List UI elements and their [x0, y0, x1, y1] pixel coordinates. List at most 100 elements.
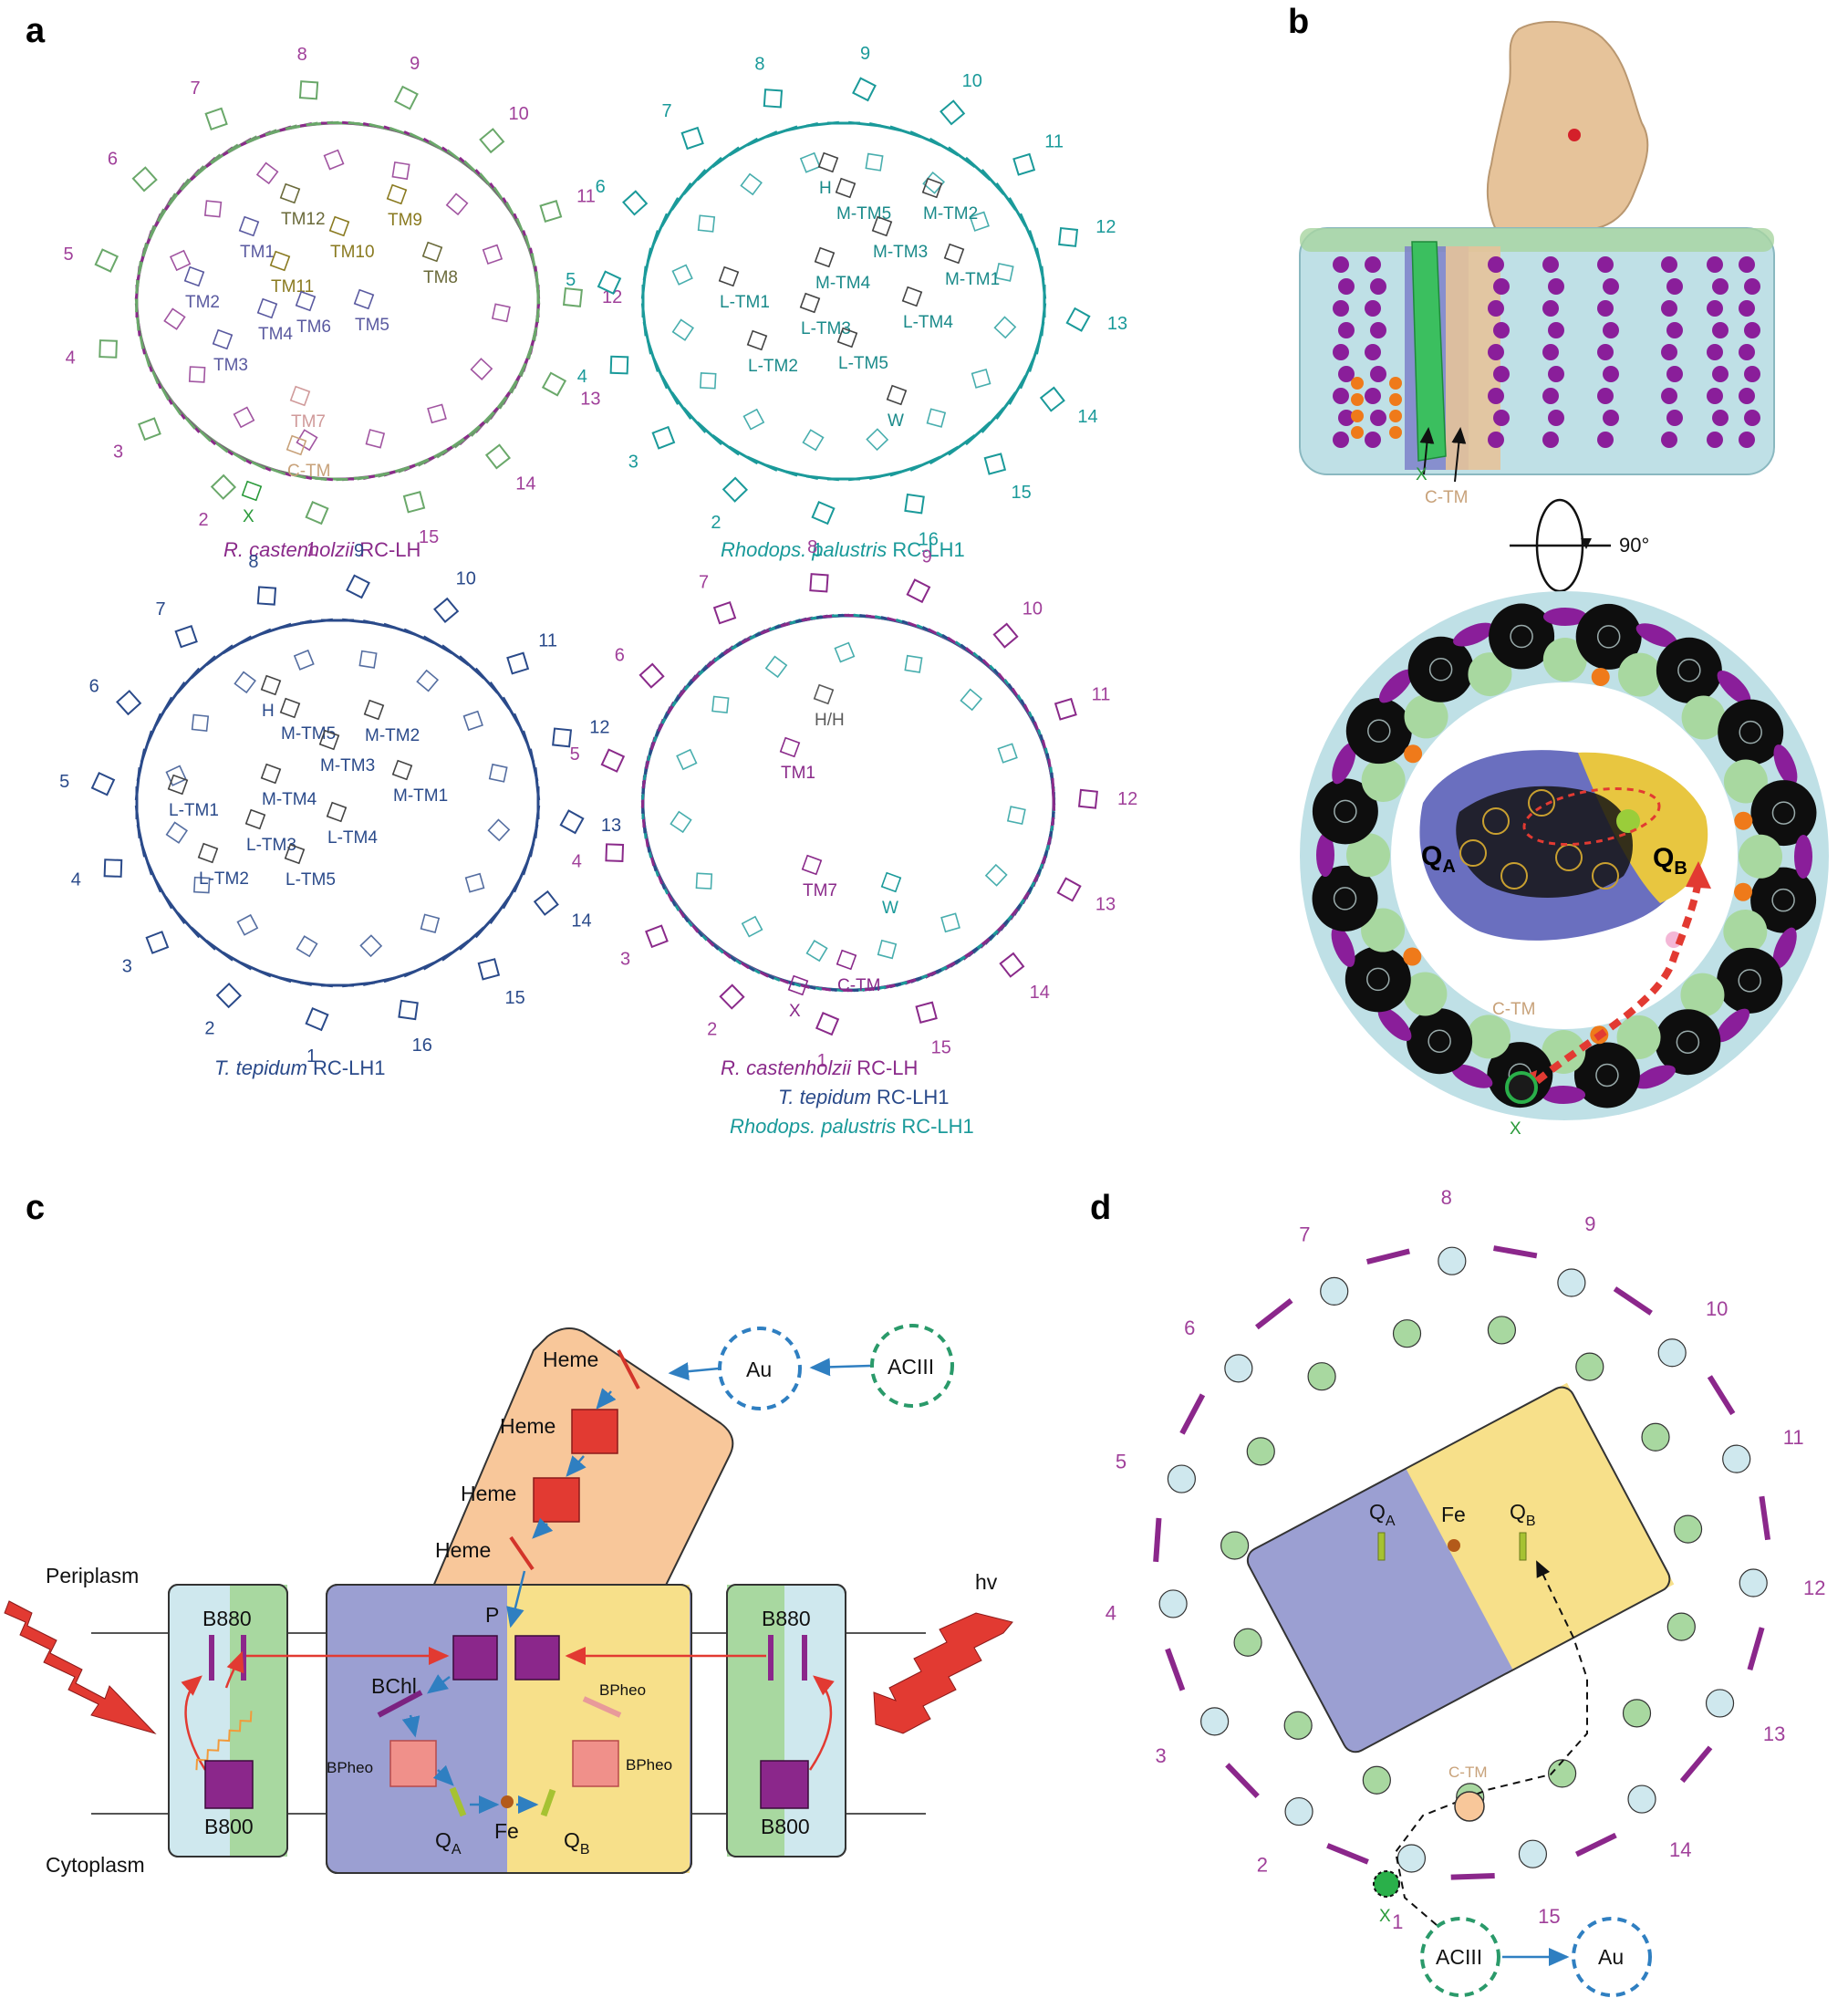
carotenoid-sphere	[1389, 377, 1402, 390]
lh-alpha-subunit	[1542, 638, 1587, 682]
inner-label: C-TM	[837, 976, 880, 995]
bpheo-label-right-top: BPheo	[599, 1681, 646, 1699]
cytoplasm-label: Cytoplasm	[46, 1853, 145, 1877]
inner-helix-marker	[697, 214, 716, 233]
helix-marker	[712, 600, 737, 625]
helix-marker	[305, 1006, 329, 1032]
bchl-cluster	[1331, 925, 1355, 967]
b-label-x: X	[1416, 465, 1428, 484]
bchl-sphere	[1603, 322, 1619, 338]
inner-label: TM4	[258, 325, 293, 344]
bchl-sphere	[1333, 300, 1349, 317]
ring-number: 11	[538, 630, 557, 650]
ring-number: 9	[410, 54, 420, 74]
inner-helix-marker	[323, 149, 345, 171]
inner-helix-box	[326, 801, 348, 823]
bchl-sphere	[1338, 322, 1355, 338]
helix-marker	[433, 597, 460, 623]
bchl-sphere	[1666, 322, 1683, 338]
inner-helix-box	[836, 949, 857, 971]
inner-label: M-TM4	[262, 790, 317, 809]
d-ring-number: 4	[1106, 1602, 1116, 1625]
ring-number: 12	[1117, 789, 1137, 809]
inner-helix-box	[746, 329, 768, 351]
inner-helix-marker	[904, 654, 923, 673]
ring-number: 13	[1095, 895, 1116, 915]
inner-helix-marker	[165, 821, 189, 844]
arrow-bchl-bpheo	[401, 1714, 420, 1738]
helix-marker	[479, 128, 505, 154]
inner-label: L-TM5	[286, 870, 336, 890]
inner-helix-box	[167, 774, 189, 796]
carotenoid-sphere	[1351, 410, 1364, 422]
bchl-sphere	[1744, 278, 1760, 295]
periplasm-label: Periplasm	[46, 1564, 139, 1587]
bchl-bar	[1365, 1248, 1410, 1264]
helix-marker	[809, 573, 829, 593]
bchl-sphere	[1744, 366, 1760, 382]
light-bolt-right	[873, 1612, 1013, 1734]
inner-label: L-TM2	[748, 357, 798, 376]
inner-label: TM8	[423, 268, 458, 287]
arrow-x	[1419, 427, 1435, 475]
bchl-sphere	[1548, 410, 1564, 426]
lh-alpha-subunit	[1468, 652, 1512, 697]
inner-helix-marker	[491, 303, 511, 323]
lh-left-outline	[168, 1584, 288, 1858]
ring-number: 11	[1092, 684, 1111, 704]
ring-number: 5	[63, 245, 73, 265]
inner-helix-box	[295, 290, 317, 312]
carotenoid-sphere	[1389, 410, 1402, 422]
inner-helix-marker	[462, 710, 483, 732]
ring-number: 15	[931, 1038, 951, 1058]
ring-number: 15	[505, 988, 525, 1008]
ring-number: 12	[1095, 217, 1116, 237]
inner-label: L-TM4	[903, 313, 953, 332]
panel-label-c: c	[26, 1189, 45, 1227]
lh-alpha-circle	[1233, 1628, 1262, 1657]
ring-number: 15	[419, 527, 439, 547]
electron-transfer-schematic: Periplasm Cytoplasm Heme Heme Heme Heme …	[4, 1324, 1013, 1877]
ring-number: 4	[577, 367, 587, 387]
inner-helix-box	[363, 699, 385, 721]
b800-to-b880-arrow-right	[808, 1675, 835, 1771]
helix-marker	[597, 270, 622, 295]
lh-right-outline	[726, 1584, 846, 1858]
inner-helix-box	[353, 288, 375, 310]
carotenoid-sphere	[1351, 393, 1364, 406]
inner-helix-marker	[993, 316, 1017, 339]
lh-alpha-circle	[1220, 1531, 1250, 1560]
ring-number: 14	[571, 911, 591, 931]
protein-x-site	[1505, 1071, 1538, 1104]
inner-helix-box	[836, 327, 858, 349]
inner-helix-box	[183, 265, 205, 287]
inner-helix-marker	[163, 307, 186, 330]
bchl-sphere	[1597, 432, 1614, 448]
helix-ring	[1739, 720, 1762, 744]
ring-number: 11	[1044, 132, 1064, 152]
helix-ring	[1428, 658, 1453, 682]
inner-helix-box	[386, 183, 408, 205]
ring-number: 15	[1012, 483, 1032, 503]
inner-helix-box	[886, 384, 908, 406]
ring-number: 8	[754, 55, 764, 75]
lh-beta-subunit	[1655, 1009, 1721, 1076]
inner-helix-marker	[169, 249, 192, 272]
helix-marker	[393, 85, 419, 110]
bchl-bar	[1747, 1627, 1765, 1670]
helix-marker	[915, 1001, 938, 1025]
helix-marker	[402, 491, 426, 514]
lh-beta-subunit	[1718, 699, 1784, 765]
rc-core-dark	[1456, 786, 1633, 898]
bchl-sphere	[1661, 432, 1677, 448]
rc-helix	[1500, 862, 1528, 890]
inner-helix-box	[328, 215, 350, 237]
helix-marker	[638, 662, 665, 689]
inner-helix-marker	[877, 939, 898, 960]
ring-number: 14	[1077, 407, 1097, 427]
lh-alpha-circle	[1575, 1352, 1604, 1381]
inner-helix-box	[880, 871, 902, 893]
bchl-sphere	[1548, 322, 1564, 338]
bchl-sphere	[1365, 388, 1381, 404]
inner-helix-box	[260, 763, 282, 785]
